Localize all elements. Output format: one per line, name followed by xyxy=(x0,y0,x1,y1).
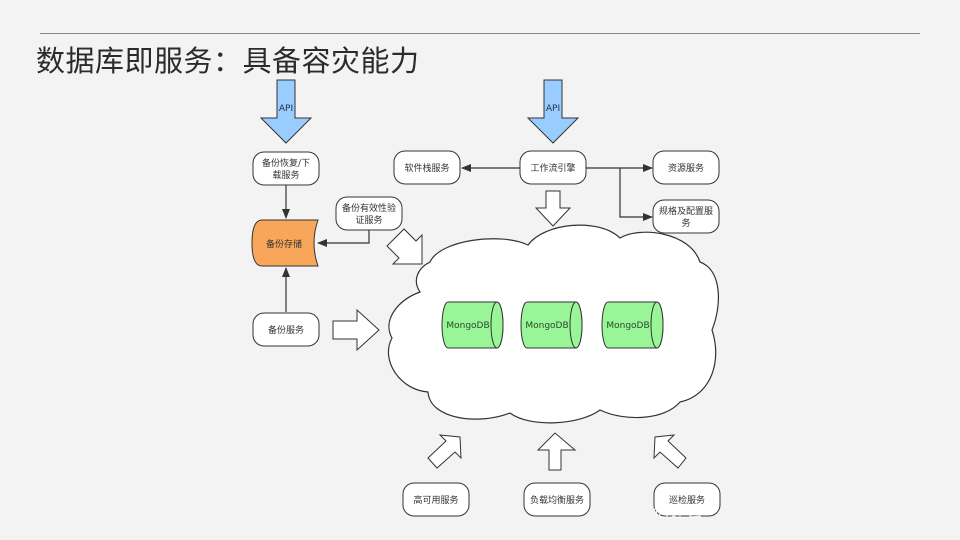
connector-workflow-to-spec-config xyxy=(619,168,653,221)
node-backup-validation-service[interactable]: 备份有效性验 证服务 xyxy=(335,196,403,231)
node-inspection-service[interactable]: 巡检服务 xyxy=(653,482,721,517)
title-divider xyxy=(40,33,920,34)
database-mongodb-1[interactable]: MongoDB xyxy=(441,301,504,349)
node-label: 证服务 xyxy=(355,214,382,226)
hollow-arrow-up-right-ha xyxy=(427,434,462,469)
database-label: MongoDB xyxy=(446,321,489,331)
hollow-arrow-up-left-inspection xyxy=(653,434,687,469)
api-label-right: API xyxy=(546,104,560,114)
node-label: 载服务 xyxy=(272,169,299,181)
api-arrow-left: API xyxy=(259,79,313,144)
node-label: 备份有效性验 xyxy=(342,202,396,214)
hollow-arrow-down-workflow xyxy=(534,190,572,227)
node-label: 负载均衡服务 xyxy=(530,494,584,506)
node-load-balancing-service[interactable]: 负载均衡服务 xyxy=(523,482,591,517)
database-label: MongoDB xyxy=(606,321,649,331)
database-label: MongoDB xyxy=(525,321,568,331)
watermark: 亿速云 xyxy=(653,502,705,521)
node-label: 软件栈服务 xyxy=(404,162,449,174)
node-label: 巡检服务 xyxy=(669,494,705,506)
node-label: 规格及配置服 xyxy=(659,205,713,217)
node-label: 备份恢复/下 xyxy=(262,157,310,169)
node-label: 资源服务 xyxy=(668,162,704,174)
node-resource-service[interactable]: 资源服务 xyxy=(652,150,720,185)
hollow-arrow-up-lb xyxy=(536,432,577,471)
api-arrow-right: API xyxy=(526,79,580,144)
node-restore-download-service[interactable]: 备份恢复/下 载服务 xyxy=(252,151,320,186)
hollow-arrow-diagonal-validation xyxy=(386,228,423,265)
node-label: 务 xyxy=(681,217,690,229)
api-label-left: API xyxy=(279,104,293,114)
node-label: 备份服务 xyxy=(268,324,304,336)
database-mongodb-3[interactable]: MongoDB xyxy=(601,301,664,349)
node-label: 备份存储 xyxy=(266,238,302,250)
node-backup-storage[interactable]: 备份存储 xyxy=(251,219,319,267)
slide-title: 数据库即服务：具备容灾能力 xyxy=(36,44,420,78)
database-mongodb-2[interactable]: MongoDB xyxy=(520,301,583,349)
node-label: 高可用服务 xyxy=(413,494,458,506)
connector-validation-to-storage xyxy=(317,230,370,247)
hollow-arrow-right-backup xyxy=(332,308,380,352)
node-label: 工作流引擎 xyxy=(530,162,575,174)
node-backup-service[interactable]: 备份服务 xyxy=(252,312,320,347)
node-high-availability-service[interactable]: 高可用服务 xyxy=(402,482,470,517)
node-workflow-engine[interactable]: 工作流引擎 xyxy=(519,150,587,185)
node-software-stack-service[interactable]: 软件栈服务 xyxy=(393,150,461,185)
node-spec-config-service[interactable]: 规格及配置服 务 xyxy=(652,199,720,234)
